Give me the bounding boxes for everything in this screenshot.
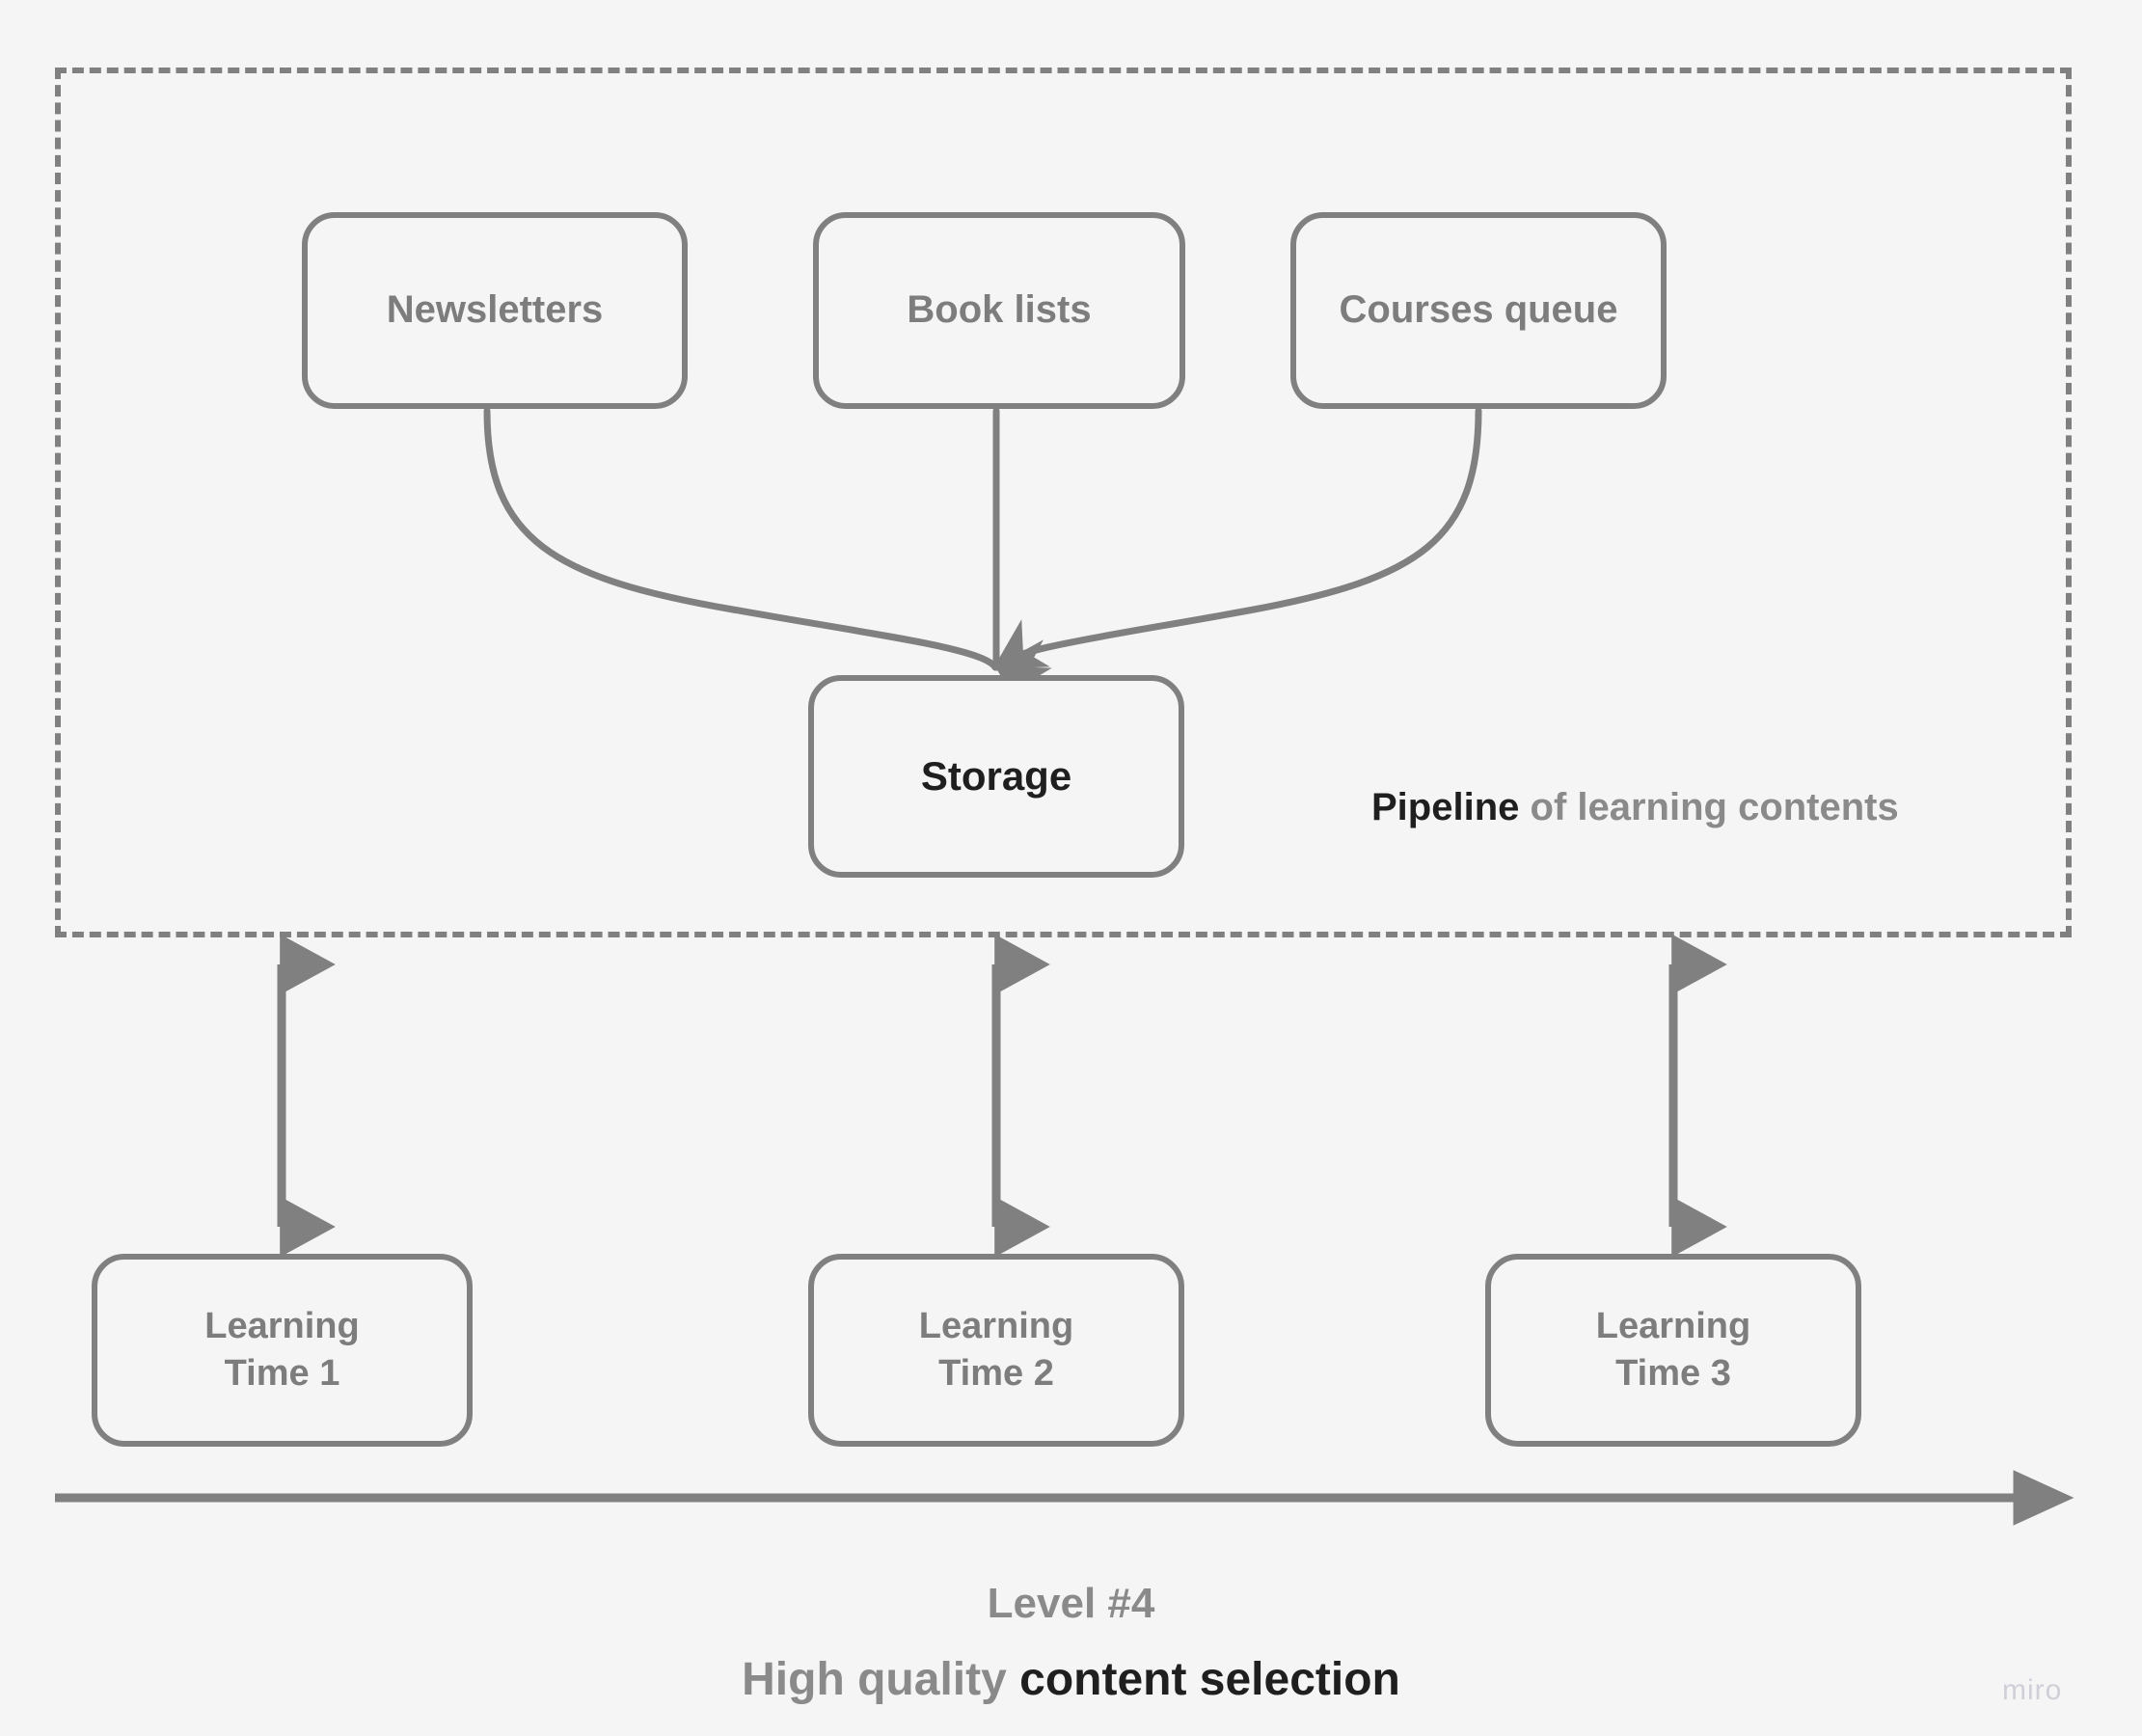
node-learning-time-2[interactable]: Learning Time 2 xyxy=(808,1254,1184,1447)
pipeline-caption-rest: of learning contents xyxy=(1519,786,1899,828)
miro-watermark: miro xyxy=(2002,1674,2063,1706)
caption-level: Level #4 xyxy=(987,1580,1155,1627)
node-courses-queue-label: Courses queue xyxy=(1339,288,1618,332)
pipeline-caption-strong: Pipeline xyxy=(1371,786,1520,828)
pipeline-group-frame xyxy=(55,68,2072,937)
node-courses-queue[interactable]: Courses queue xyxy=(1290,212,1667,409)
caption-subtitle-strong: content selection xyxy=(1019,1654,1400,1705)
node-learning-time-1[interactable]: Learning Time 1 xyxy=(92,1254,473,1447)
node-storage[interactable]: Storage xyxy=(808,675,1184,878)
node-learning-time-2-label: Learning Time 2 xyxy=(918,1306,1074,1394)
caption-subtitle-muted: High quality xyxy=(742,1654,1020,1705)
node-newsletters-label: Newsletters xyxy=(386,288,604,332)
node-learning-time-3-label: Learning Time 3 xyxy=(1595,1306,1751,1394)
pipeline-group-caption: Pipeline of learning contents xyxy=(1371,786,1899,829)
node-learning-time-3[interactable]: Learning Time 3 xyxy=(1485,1254,1861,1447)
node-book-lists[interactable]: Book lists xyxy=(813,212,1185,409)
caption-subtitle: High quality content selection xyxy=(0,1653,2142,1706)
node-learning-time-1-label: Learning Time 1 xyxy=(204,1306,360,1394)
node-newsletters[interactable]: Newsletters xyxy=(302,212,688,409)
node-book-lists-label: Book lists xyxy=(907,288,1092,332)
node-storage-label: Storage xyxy=(920,753,1072,800)
